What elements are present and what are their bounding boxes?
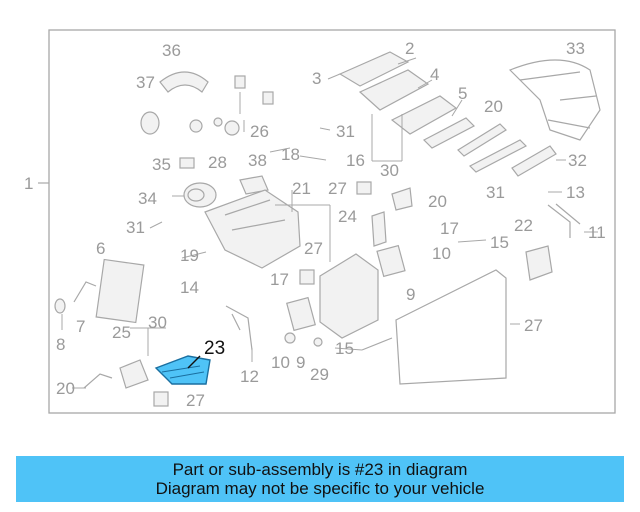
callout-15a: 15	[490, 233, 509, 252]
callout-20b: 20	[428, 192, 447, 211]
part-33-shape	[508, 59, 601, 141]
callout-18: 18	[281, 145, 300, 164]
part-9-shape	[376, 244, 406, 278]
callout-12: 12	[240, 367, 259, 386]
callout-10a: 10	[432, 244, 451, 263]
callout-13: 13	[566, 183, 585, 202]
callout-26: 26	[250, 122, 269, 141]
part-36-shape	[159, 71, 209, 93]
callout-37: 37	[136, 73, 155, 92]
callout-24: 24	[338, 207, 357, 226]
callout-8: 8	[56, 335, 65, 354]
callout-31b: 31	[486, 183, 505, 202]
part-27-panel	[395, 269, 507, 385]
part-37-shape	[140, 111, 160, 135]
callout-9a: 9	[406, 285, 415, 304]
callout-33: 33	[566, 39, 585, 58]
callout-23: 23	[204, 338, 225, 359]
callout-36: 36	[162, 41, 181, 60]
callout-1: 1	[24, 174, 33, 193]
callout-31a: 31	[336, 122, 355, 141]
callout-7: 7	[76, 317, 85, 336]
callout-2: 2	[405, 39, 414, 58]
callout-30a: 30	[380, 161, 399, 180]
callout-3: 3	[312, 69, 321, 88]
part-4-shape	[390, 95, 458, 135]
callout-25: 25	[112, 323, 131, 342]
callout-28: 28	[208, 153, 227, 172]
callout-5: 5	[458, 84, 467, 103]
diagram-frame	[48, 29, 616, 414]
callout-11: 11	[588, 223, 606, 242]
callout-27a: 27	[328, 179, 347, 198]
callout-29: 29	[310, 365, 329, 384]
callout-19: 19	[180, 246, 199, 265]
callout-27b: 27	[304, 239, 323, 258]
callout-10b: 10	[271, 353, 290, 372]
callout-31c: 31	[126, 218, 145, 237]
caption-line-2: Diagram may not be specific to your vehi…	[155, 479, 485, 498]
callout-38: 38	[248, 151, 267, 170]
part-34-shape	[183, 182, 217, 208]
callout-22: 22	[514, 216, 533, 235]
callout-32: 32	[568, 151, 587, 170]
part-21-shape	[204, 189, 301, 269]
callout-30b: 30	[148, 313, 167, 332]
callout-20c: 20	[56, 379, 75, 398]
callout-9b: 9	[296, 353, 305, 372]
callout-16: 16	[346, 151, 365, 170]
callout-27c: 27	[524, 316, 543, 335]
callout-34: 34	[138, 189, 157, 208]
callout-17a: 17	[440, 219, 459, 238]
part-2-shape	[358, 69, 430, 111]
evaporator-case	[319, 253, 379, 339]
caption-line-1: Part or sub-assembly is #23 in diagram	[172, 460, 468, 479]
callout-4: 4	[430, 65, 439, 84]
callout-6: 6	[96, 239, 105, 258]
part-3-shape	[338, 51, 410, 87]
callout-35: 35	[152, 155, 171, 174]
callout-14: 14	[180, 278, 199, 297]
callout-21: 21	[292, 179, 311, 198]
parts-diagram: 1 2 3 4 5 6 7 8 9 9 10 10 11 12 13 14 15…	[24, 29, 616, 414]
part-32-shape	[511, 145, 557, 177]
part-23-highlight[interactable]	[154, 355, 211, 385]
callout-17b: 17	[270, 270, 289, 289]
callout-15b: 15	[335, 339, 354, 358]
info-banner: Part or sub-assembly is #23 in diagram D…	[16, 456, 624, 502]
callout-27d: 27	[186, 391, 205, 410]
part-6-shape	[95, 258, 145, 324]
callout-20a: 20	[484, 97, 503, 116]
